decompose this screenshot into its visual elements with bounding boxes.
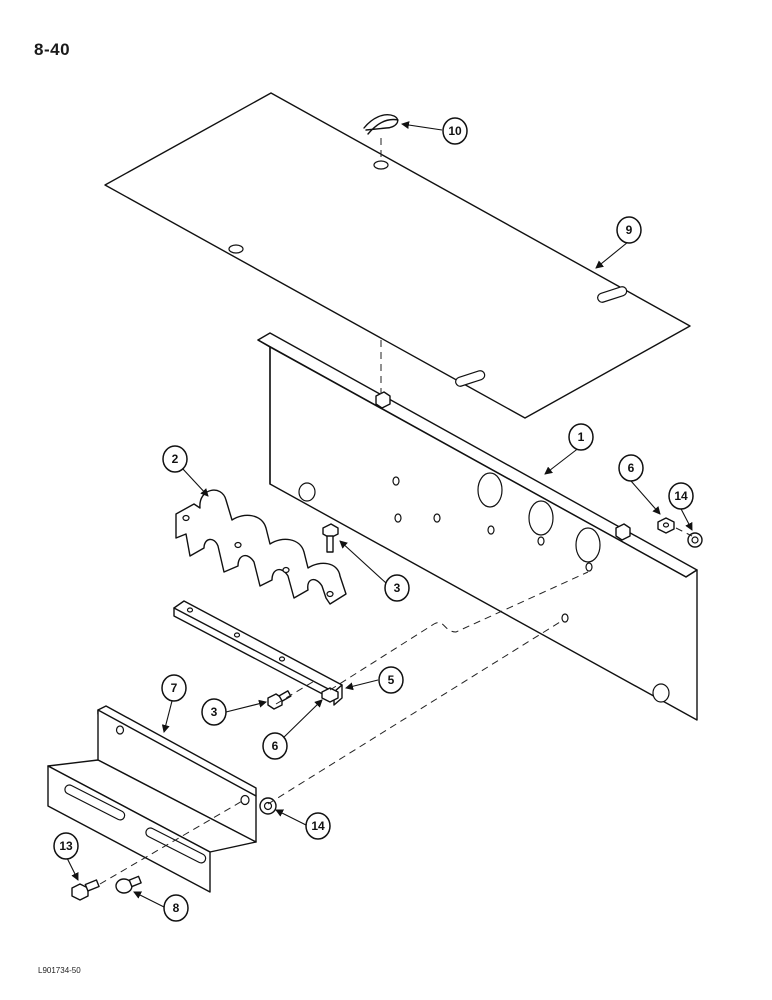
weld-nut [375, 391, 391, 409]
reference-code: L901734-50 [38, 966, 81, 975]
svg-text:8: 8 [173, 901, 180, 915]
cover-hole [373, 160, 389, 170]
callout-3: 3 [384, 574, 410, 602]
svg-text:5: 5 [388, 673, 395, 687]
svg-text:9: 9 [626, 223, 633, 237]
bracket-slot [145, 827, 207, 864]
panel-large-hole [528, 500, 554, 536]
callout-10: 10 [442, 117, 468, 145]
callout-9: 9 [616, 216, 642, 244]
svg-text:13: 13 [59, 839, 73, 853]
alignment-line [675, 527, 693, 537]
nut [321, 687, 339, 703]
page-number: 8-40 [34, 40, 71, 59]
carriage-bolt [115, 875, 142, 894]
callout-6: 6 [262, 732, 288, 760]
callout-2: 2 [162, 445, 188, 473]
callout-7: 7 [161, 674, 187, 702]
callout-13: 13 [53, 832, 79, 860]
callout-3: 3 [201, 698, 227, 726]
cap-screw [267, 690, 292, 710]
callout-14: 14 [668, 482, 694, 510]
cover-hole [228, 244, 244, 254]
panel-large-hole [575, 527, 601, 563]
svg-text:7: 7 [171, 681, 178, 695]
panel-large-hole [477, 472, 503, 508]
alignment-line [275, 679, 317, 705]
svg-text:14: 14 [311, 819, 325, 833]
callout-5: 5 [378, 666, 404, 694]
svg-text:3: 3 [394, 581, 401, 595]
callout-8: 8 [163, 894, 189, 922]
panel-grommet [298, 482, 316, 502]
cover-slot [455, 370, 486, 387]
svg-text:6: 6 [272, 739, 279, 753]
svg-text:10: 10 [448, 124, 462, 138]
nut [657, 517, 675, 534]
alignment-line [329, 571, 589, 691]
svg-text:3: 3 [211, 705, 218, 719]
panel-grommet [652, 683, 670, 703]
svg-text:1: 1 [578, 430, 585, 444]
weld-nut [615, 523, 631, 541]
cover-slot [597, 286, 628, 303]
mounting-panel [257, 332, 698, 721]
callout-14: 14 [305, 812, 331, 840]
cap-screw [71, 879, 100, 901]
bracket-slot [64, 784, 126, 821]
alignment-line [267, 621, 561, 805]
svg-text:2: 2 [172, 452, 179, 466]
cover-plate [104, 92, 691, 419]
hose-clamp [175, 489, 347, 605]
strap-bar [173, 600, 343, 706]
callout-6: 6 [618, 454, 644, 482]
cap-screw [322, 523, 339, 553]
callout-1: 1 [568, 423, 594, 451]
locknut [687, 532, 703, 548]
hitch-pin-clip [363, 114, 399, 135]
z-bracket [47, 705, 257, 893]
alignment-line [99, 799, 245, 885]
svg-text:6: 6 [628, 461, 635, 475]
svg-text:14: 14 [674, 489, 688, 503]
